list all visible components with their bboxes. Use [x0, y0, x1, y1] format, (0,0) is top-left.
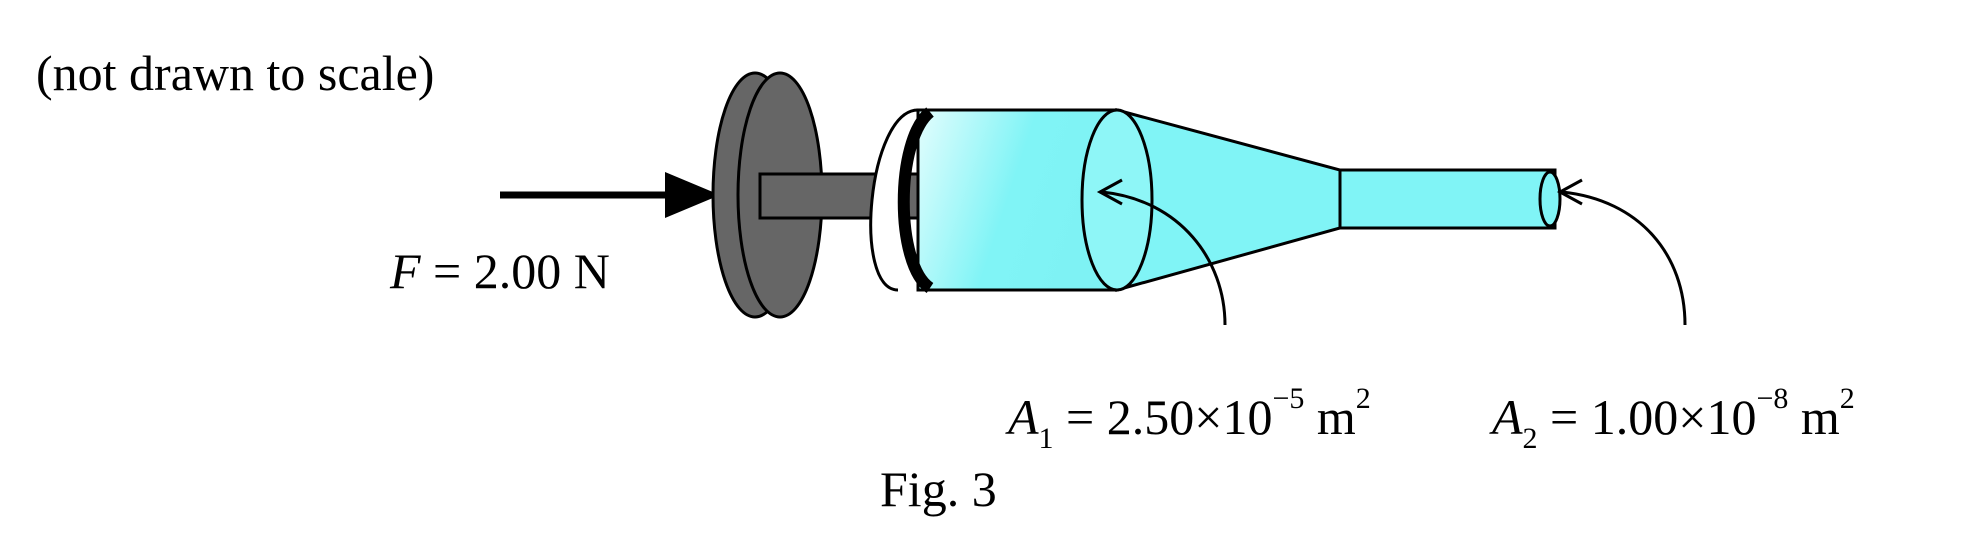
area2-symbol: A [1492, 389, 1523, 445]
area1-symbol: A [1008, 389, 1039, 445]
area1-label: A1 = 2.50×10−5 m2 [1008, 384, 1371, 454]
force-arrow [500, 172, 720, 218]
force-symbol: F [390, 243, 421, 299]
area2-unit: m [1800, 389, 1840, 445]
area1-equals: = [1066, 389, 1095, 445]
area2-subscript: 2 [1522, 422, 1538, 455]
area2-base: 10 [1706, 389, 1757, 445]
piston-seal [897, 107, 935, 294]
area2-equals: = [1550, 389, 1579, 445]
force-equals: = [433, 243, 462, 299]
area2-unit-exponent: 2 [1839, 382, 1855, 415]
area2-pointer-arrow [1556, 178, 1687, 326]
figure-caption: Fig. 3 [880, 461, 997, 517]
area1-unit: m [1316, 389, 1356, 445]
area2-label: A2 = 1.00×10−8 m2 [1492, 384, 1855, 454]
needle-tube [1338, 168, 1557, 230]
area1-base: 10 [1222, 389, 1273, 445]
area1-mantissa: 2.50 [1106, 389, 1195, 445]
scale-note: (not drawn to scale) [36, 45, 435, 101]
area1-exponent: −5 [1272, 382, 1305, 415]
area2-times: × [1678, 389, 1707, 445]
force-value: 2.00 N [473, 243, 610, 299]
force-label: F = 2.00 N [390, 246, 610, 296]
area1-times: × [1194, 389, 1223, 445]
area1-pointer-arrow [1096, 178, 1227, 326]
area2-exponent: −8 [1756, 382, 1789, 415]
area1-unit-exponent: 2 [1355, 382, 1371, 415]
area1-subscript: 1 [1038, 422, 1054, 455]
area2-mantissa: 1.00 [1590, 389, 1679, 445]
area2-cross-section [1538, 170, 1562, 228]
